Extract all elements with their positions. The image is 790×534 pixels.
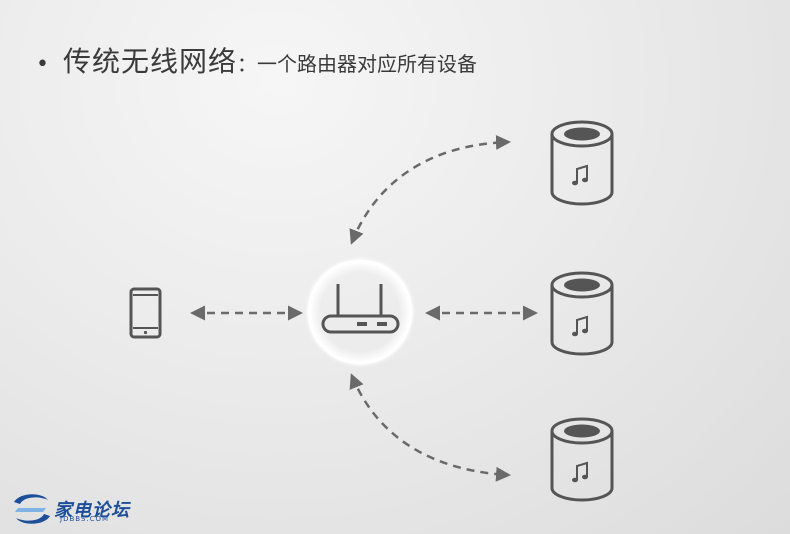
slide-title-row: • 传统无线网络 ：一个路由器对应所有设备 <box>36 40 477 84</box>
site-logo: 家电论坛 JDBBS.COM <box>10 490 140 528</box>
slide-subtitle: ：一个路由器对应所有设备 <box>237 52 477 76</box>
slide-title: 传统无线网络 <box>62 45 237 78</box>
router-icon <box>304 256 416 368</box>
logo-domain: JDBBS.COM <box>60 515 110 523</box>
logo-icon <box>14 494 50 524</box>
speaker-icon <box>550 271 614 356</box>
speaker-icon <box>550 417 614 502</box>
router-speaker-bottom-arrow <box>349 373 511 482</box>
logo-text: 家电论坛 <box>54 500 130 521</box>
phone-icon <box>129 287 162 339</box>
speaker-icon <box>550 120 614 206</box>
bullet: • <box>36 52 49 77</box>
router-speaker-top-arrow <box>349 134 511 245</box>
